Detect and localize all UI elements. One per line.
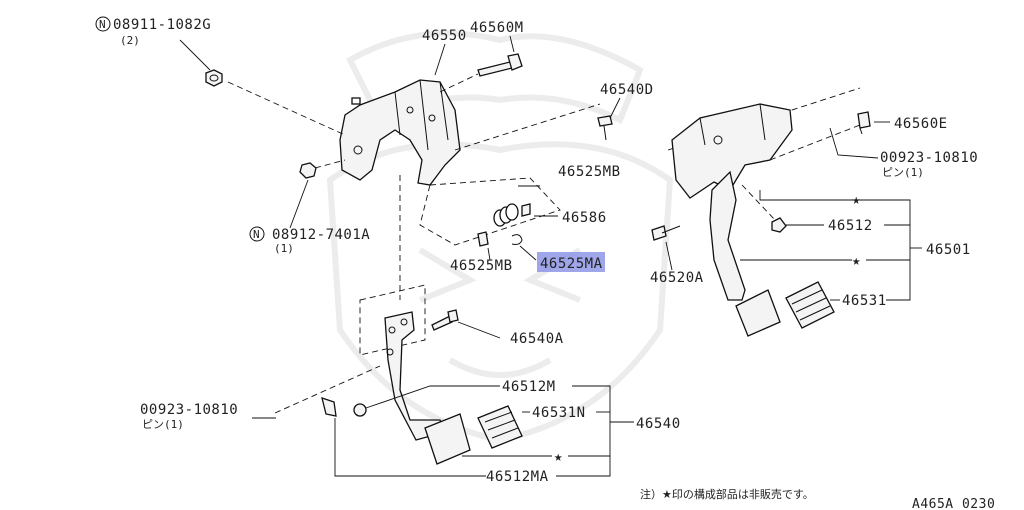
mounting-dash-lines — [227, 73, 861, 414]
star-marker: ★ — [852, 253, 861, 269]
circled-n-icon: N — [95, 16, 111, 32]
clutch-pedal-bracket[interactable] — [671, 103, 793, 199]
circled-n-letter: N — [99, 18, 106, 31]
star-marker: ★ — [554, 449, 563, 465]
star-marker: ★ — [852, 192, 861, 208]
brake-pedal-pad-rubber[interactable] — [477, 405, 523, 449]
pedal-bracket[interactable] — [339, 79, 461, 186]
callout-bush-lower[interactable]: 46512MA — [486, 469, 549, 485]
callout-bush-m[interactable]: 46512M — [502, 379, 556, 395]
bolt-mid[interactable] — [651, 225, 681, 241]
callout-nut-lower[interactable]: 08912-7401A — [272, 227, 370, 243]
circled-n-icon: N — [249, 226, 265, 242]
callout-spring[interactable]: 46586 — [562, 210, 607, 226]
callout-brake-assy[interactable]: 46540 — [636, 416, 681, 432]
callout-bolt-top[interactable]: 46560M — [470, 20, 524, 36]
callout-nut-upper[interactable]: 08911-1082G — [113, 17, 211, 33]
clutch-pedal-arm[interactable] — [709, 170, 746, 301]
callout-bolt-right[interactable]: 46540D — [600, 82, 654, 98]
callout-pin-left-sub: ピン(1) — [142, 418, 184, 431]
nut-upper[interactable] — [205, 69, 223, 87]
footer-note: 注）★印の構成部品は非販売です。 — [640, 487, 814, 501]
nut-lower[interactable] — [299, 162, 317, 179]
callout-pin-right-sub: ピン(1) — [882, 166, 924, 179]
brake-pedal-pad[interactable] — [424, 413, 471, 465]
bolt-top[interactable] — [477, 53, 523, 77]
bushing-right[interactable] — [771, 217, 787, 233]
leader-lines — [179, 35, 922, 477]
callout-bush-mb-upper[interactable]: 46525MB — [558, 164, 621, 180]
callout-clutch-assy[interactable]: 46501 — [926, 242, 971, 258]
bolt-right-upper[interactable] — [597, 115, 613, 141]
clutch-pedal-pad-rubber[interactable] — [785, 281, 835, 329]
diagram-code: A465A 0230 — [912, 497, 995, 510]
callout-bolt-lower[interactable]: 46540A — [510, 331, 564, 347]
pin-left[interactable] — [321, 397, 367, 417]
bolt-lower[interactable] — [431, 309, 459, 331]
highlight-46525MA — [537, 252, 605, 272]
bolt-far-right[interactable] — [857, 111, 871, 135]
spring-bushings[interactable] — [477, 203, 531, 247]
callout-bush-right[interactable]: 46512 — [828, 218, 873, 234]
callout-nut-upper-qty: (2) — [120, 34, 140, 47]
callout-pad-right[interactable]: 46531 — [842, 293, 887, 309]
callout-bracket[interactable]: 46550 — [422, 28, 467, 44]
callout-nut-lower-qty: (1) — [274, 242, 294, 255]
callout-bolt-mid[interactable]: 46520A — [650, 270, 704, 286]
callout-bush-mb-lower[interactable]: 46525MB — [450, 258, 513, 274]
callout-pin-left[interactable]: 00923-10810 — [140, 402, 238, 418]
circled-n-letter: N — [253, 228, 260, 241]
callout-pad-left[interactable]: 46531N — [532, 405, 586, 421]
callout-pin-right[interactable]: 00923-10810 — [880, 150, 978, 166]
callout-bush-ma[interactable]: 46525MA — [540, 256, 603, 272]
clutch-pedal-pad[interactable] — [735, 289, 781, 337]
callout-bolt-far-right[interactable]: 46560E — [894, 116, 948, 132]
brake-pedal-arm[interactable] — [384, 311, 446, 441]
